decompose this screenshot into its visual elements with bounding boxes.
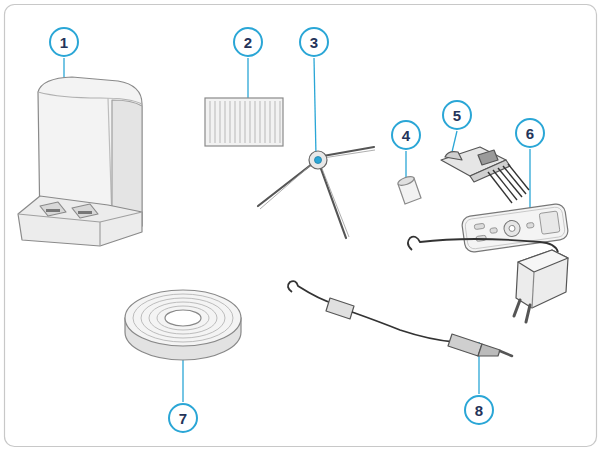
callout-number: 1 [60,35,68,50]
spare-part [397,175,421,204]
side-brush [258,147,375,238]
callout-number: 2 [244,35,252,50]
circle-shape [516,119,544,147]
callout-number: 7 [179,411,187,426]
circle-shape [465,396,493,424]
circle-shape [234,28,262,56]
circle-shape [300,28,328,56]
circle-shape [443,101,471,129]
callout-number: 6 [526,126,534,141]
filter [205,98,283,146]
circle-shape [169,404,197,432]
charging-dock [18,77,142,246]
callout-number: 5 [453,108,461,123]
callout-number: 4 [402,128,410,143]
callout-circle: 8 [464,395,494,425]
callout-circle: 6 [515,118,545,148]
callout-circle: 3 [299,27,329,57]
frame [5,5,597,447]
callout-circle: 7 [168,403,198,433]
circle-shape [50,28,78,56]
cleaning-tool [441,147,529,203]
callout-circle: 5 [442,100,472,130]
magnetic-strip-roll [125,290,241,360]
callout-circle: 4 [391,120,421,150]
callout-number: 8 [475,403,483,418]
callout-circle: 2 [233,27,263,57]
callout-circle: 1 [49,27,79,57]
power-adapter [288,237,568,356]
callout-number: 3 [310,35,318,50]
circle-shape [392,121,420,149]
